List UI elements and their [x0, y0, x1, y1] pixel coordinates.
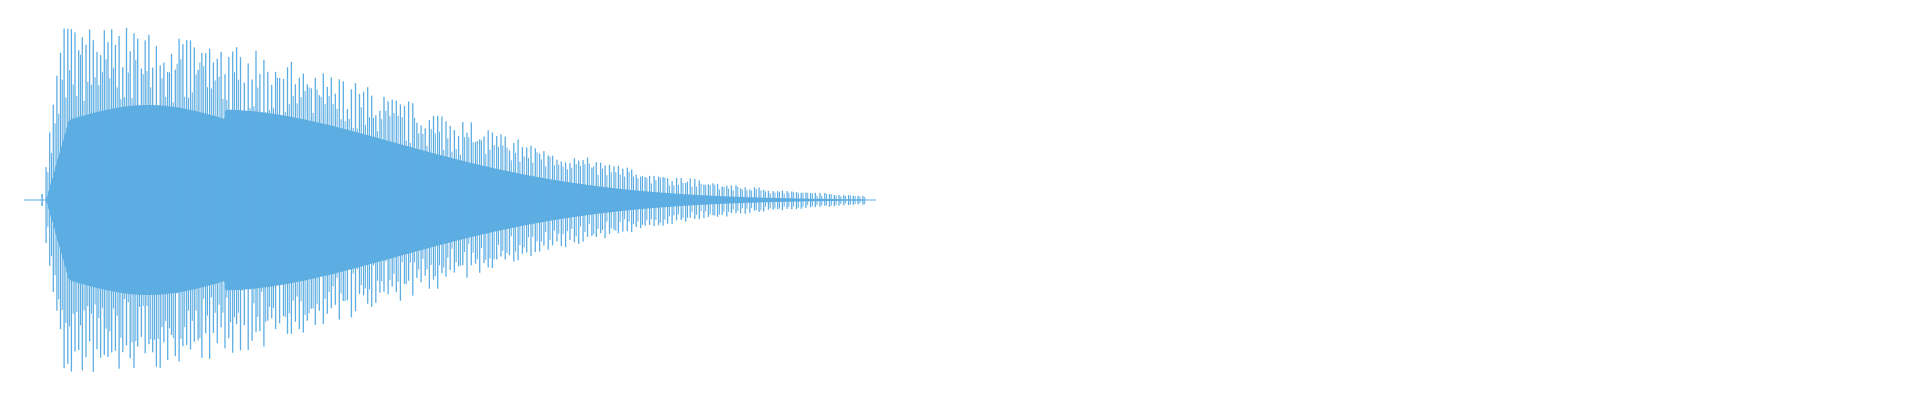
waveform-body — [46, 105, 865, 295]
waveform-spikes — [41, 27, 866, 372]
